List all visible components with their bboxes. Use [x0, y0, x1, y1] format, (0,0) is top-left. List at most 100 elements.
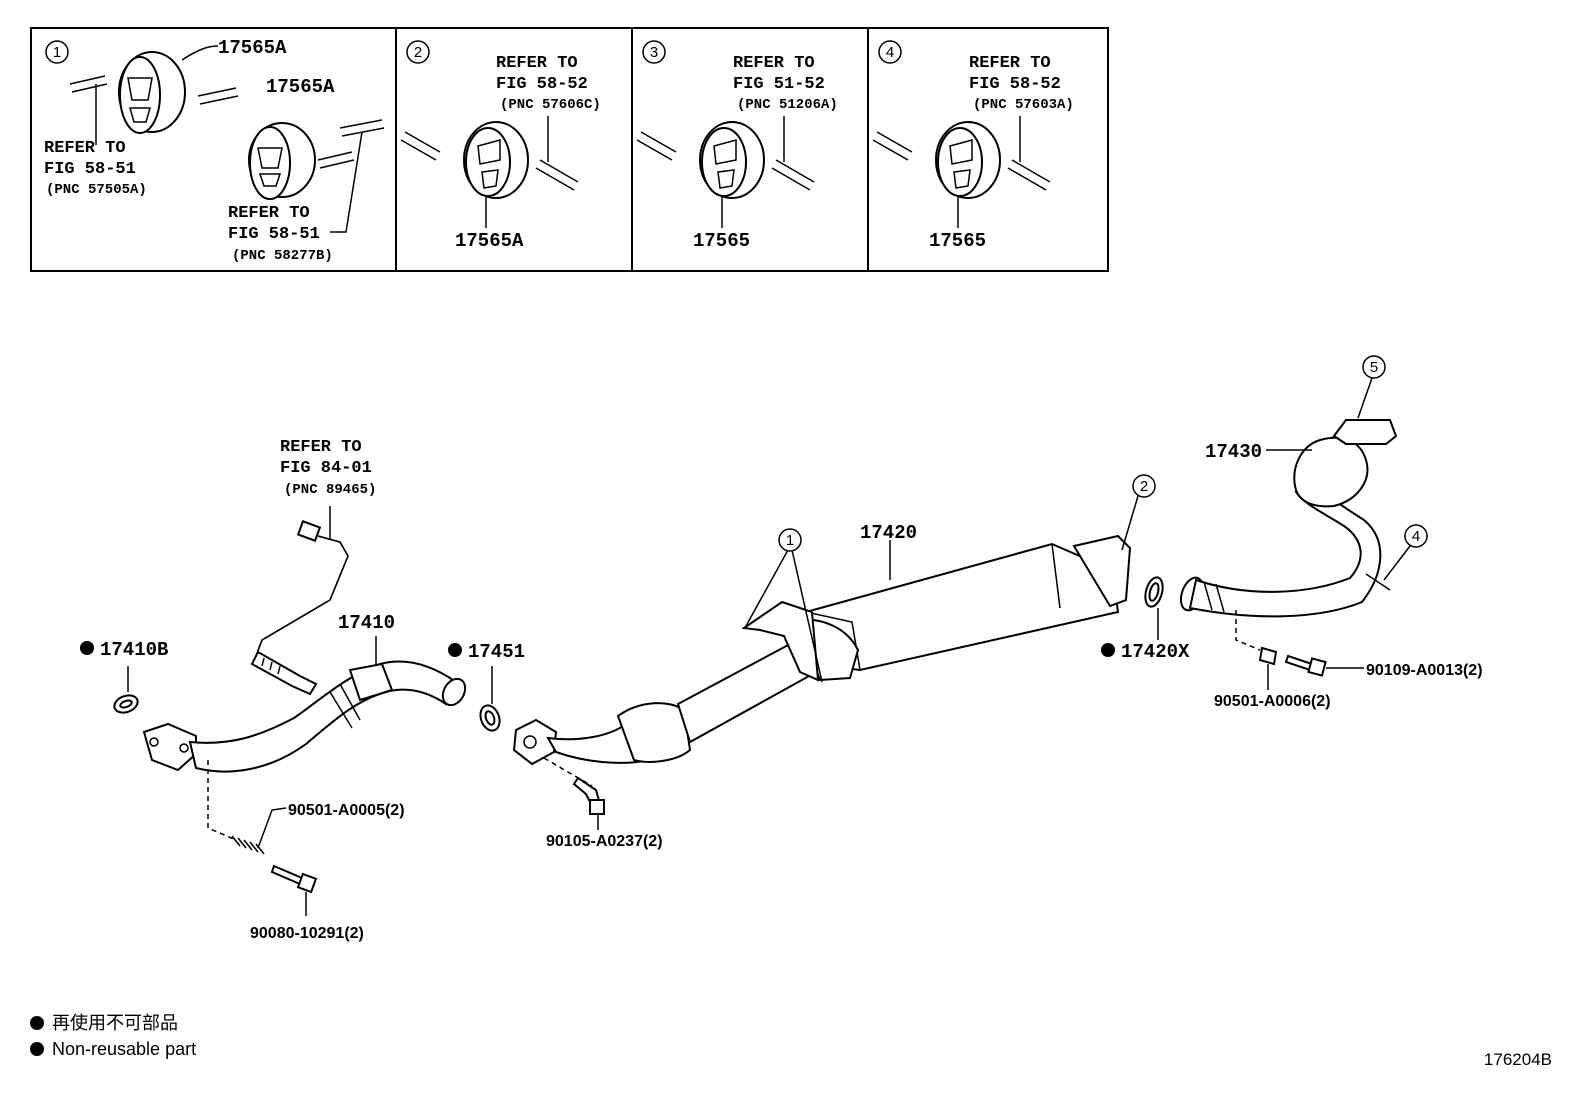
- inset-3-ref-pnc: (PNC 51206A): [737, 97, 838, 113]
- inset-2-ref-line1: REFER TO: [496, 54, 578, 73]
- inset-4-ref-pnc: (PNC 57603A): [973, 97, 1074, 113]
- callout-1-circle: [778, 528, 802, 552]
- front-pipe-label: 17410: [338, 612, 395, 634]
- front-bolt-dashline: [207, 760, 237, 841]
- front-bolt: [270, 864, 318, 894]
- inset-4: 4 17565 REFER TO FIG 58-52 (PNC 57603A): [872, 40, 1074, 252]
- gasket-rear-bullet: [1101, 643, 1115, 657]
- rear-spring: [1258, 646, 1278, 666]
- callout-5: 5: [1370, 359, 1378, 376]
- inset-1-ref1-line1: REFER TO: [44, 139, 126, 158]
- inset-2-ref-line2: FIG 58-52: [496, 75, 588, 94]
- rear-spring-label: 90501-A0006(2): [1214, 693, 1331, 710]
- rear-bolt: [1284, 654, 1327, 677]
- inset-2: 2 17565A REFER TO FIG 58-52 (PNC 57606C): [400, 40, 601, 252]
- inset-2-number-circle: [406, 40, 430, 64]
- inset-1-part-a: 17565A: [218, 37, 287, 59]
- inset-4-number: 4: [886, 44, 894, 61]
- inset-3-ref-line1: REFER TO: [733, 54, 815, 73]
- inset-4-ref-line1: REFER TO: [969, 54, 1051, 73]
- inset-2-rod-right: [535, 159, 579, 191]
- inset-1-leader-a: [181, 45, 219, 61]
- legend-bullet-2: [30, 1042, 44, 1056]
- inset-2-ref-pnc: (PNC 57606C): [500, 97, 601, 113]
- inset-4-number-circle: [878, 40, 902, 64]
- callout-4: 4: [1412, 528, 1420, 545]
- inset-1-rod-right: [339, 119, 385, 137]
- inset-4-rod-left: [872, 131, 913, 161]
- inset-3-number: 3: [650, 44, 658, 61]
- front-spring: [231, 835, 265, 855]
- inset-3: 3 17565 REFER TO FIG 51-52 (PNC 51206A): [636, 40, 838, 252]
- callout-4-leader: [1383, 545, 1411, 581]
- gasket-front-bullet: [80, 641, 94, 655]
- inset-1-part-b: 17565A: [266, 76, 335, 98]
- inset-3-part: 17565: [693, 230, 750, 252]
- rear-bolt-label: 90109-A0013(2): [1366, 662, 1483, 679]
- inset-1-number-circle: [45, 40, 69, 64]
- callout-2: 2: [1140, 478, 1148, 495]
- callout-2-circle: [1132, 474, 1156, 498]
- inset-2-rod-left: [400, 131, 441, 161]
- inset-1: 1 17565A 17565A REFER TO FIG 58-51 (PNC …: [44, 37, 385, 264]
- gasket-front-label: 17410B: [100, 639, 168, 661]
- inset-4-hanger: [935, 121, 1001, 199]
- inset-2-number: 2: [414, 44, 422, 61]
- sensor-ref-pnc: (PNC 89465): [284, 482, 376, 498]
- legend: 再使用不可部品 Non-reusable part: [30, 1013, 196, 1059]
- center-muffler: [512, 534, 1132, 766]
- inset-1-ref1-line2: FIG 58-51: [44, 160, 136, 179]
- inset-1-ref2-line2: FIG 58-51: [228, 225, 320, 244]
- inset-1-ref1-pnc: (PNC 57505A): [46, 182, 147, 198]
- inset-1-leader-ref2: [330, 131, 363, 233]
- inset-1-number: 1: [53, 44, 61, 61]
- gasket-rear: [1144, 576, 1164, 608]
- inset-1-ref2-pnc: (PNC 58277B): [232, 248, 333, 264]
- inset-3-rod-right: [771, 159, 815, 191]
- sensor-ref-line2: FIG 84-01: [280, 459, 372, 478]
- sensor-ref-line1: REFER TO: [280, 438, 362, 457]
- callout-2-leader: [1121, 495, 1139, 551]
- inset-1-rod-left: [69, 75, 108, 93]
- callout-1-leaders: [745, 549, 823, 683]
- inset-3-rod-left: [636, 131, 677, 161]
- legend-line2: Non-reusable part: [52, 1039, 196, 1059]
- tail-pipe: [1179, 419, 1398, 618]
- inset-1-hanger-a: [118, 51, 186, 134]
- callout-4-circle: [1404, 524, 1428, 548]
- front-pipe: [142, 660, 467, 773]
- gasket-rear-label: 17420X: [1121, 641, 1190, 663]
- inset-1-rod-mid: [197, 87, 239, 105]
- center-muffler-label: 17420: [860, 522, 917, 544]
- inset-1-ref2-line1: REFER TO: [228, 204, 310, 223]
- inset-3-ref-line2: FIG 51-52: [733, 75, 825, 94]
- front-bolt-label: 90080-10291(2): [250, 925, 364, 942]
- gasket-mid: [479, 704, 501, 732]
- inset-4-rod-right: [1007, 159, 1051, 191]
- callout-5-circle: [1362, 355, 1386, 379]
- inset-1-hanger-b: [248, 122, 316, 200]
- inset-4-ref-line2: FIG 58-52: [969, 75, 1061, 94]
- gasket-front: [113, 694, 139, 714]
- oxygen-sensor: [250, 520, 349, 696]
- tail-pipe-label: 17430: [1205, 441, 1262, 463]
- inset-panels: [30, 27, 1109, 272]
- inset-3-hanger: [699, 121, 765, 199]
- callout-5-leader: [1357, 377, 1373, 419]
- front-spring-leader: [257, 807, 287, 849]
- mid-bolt-label: 90105-A0237(2): [546, 833, 663, 850]
- callout-1: 1: [786, 532, 794, 549]
- gasket-mid-label: 17451: [468, 641, 525, 663]
- inset-3-number-circle: [642, 40, 666, 64]
- figure-code: 176204B: [1484, 1050, 1552, 1069]
- inset-1-rod-right2: [317, 151, 355, 169]
- inset-2-hanger: [463, 121, 529, 199]
- mid-bolt: [572, 776, 605, 815]
- inset-2-part: 17565A: [455, 230, 524, 252]
- rear-bolt-dashline: [1235, 610, 1261, 651]
- inset-4-part: 17565: [929, 230, 986, 252]
- legend-line1: 再使用不可部品: [52, 1013, 178, 1033]
- legend-bullet-1: [30, 1016, 44, 1030]
- front-spring-label: 90501-A0005(2): [288, 802, 405, 819]
